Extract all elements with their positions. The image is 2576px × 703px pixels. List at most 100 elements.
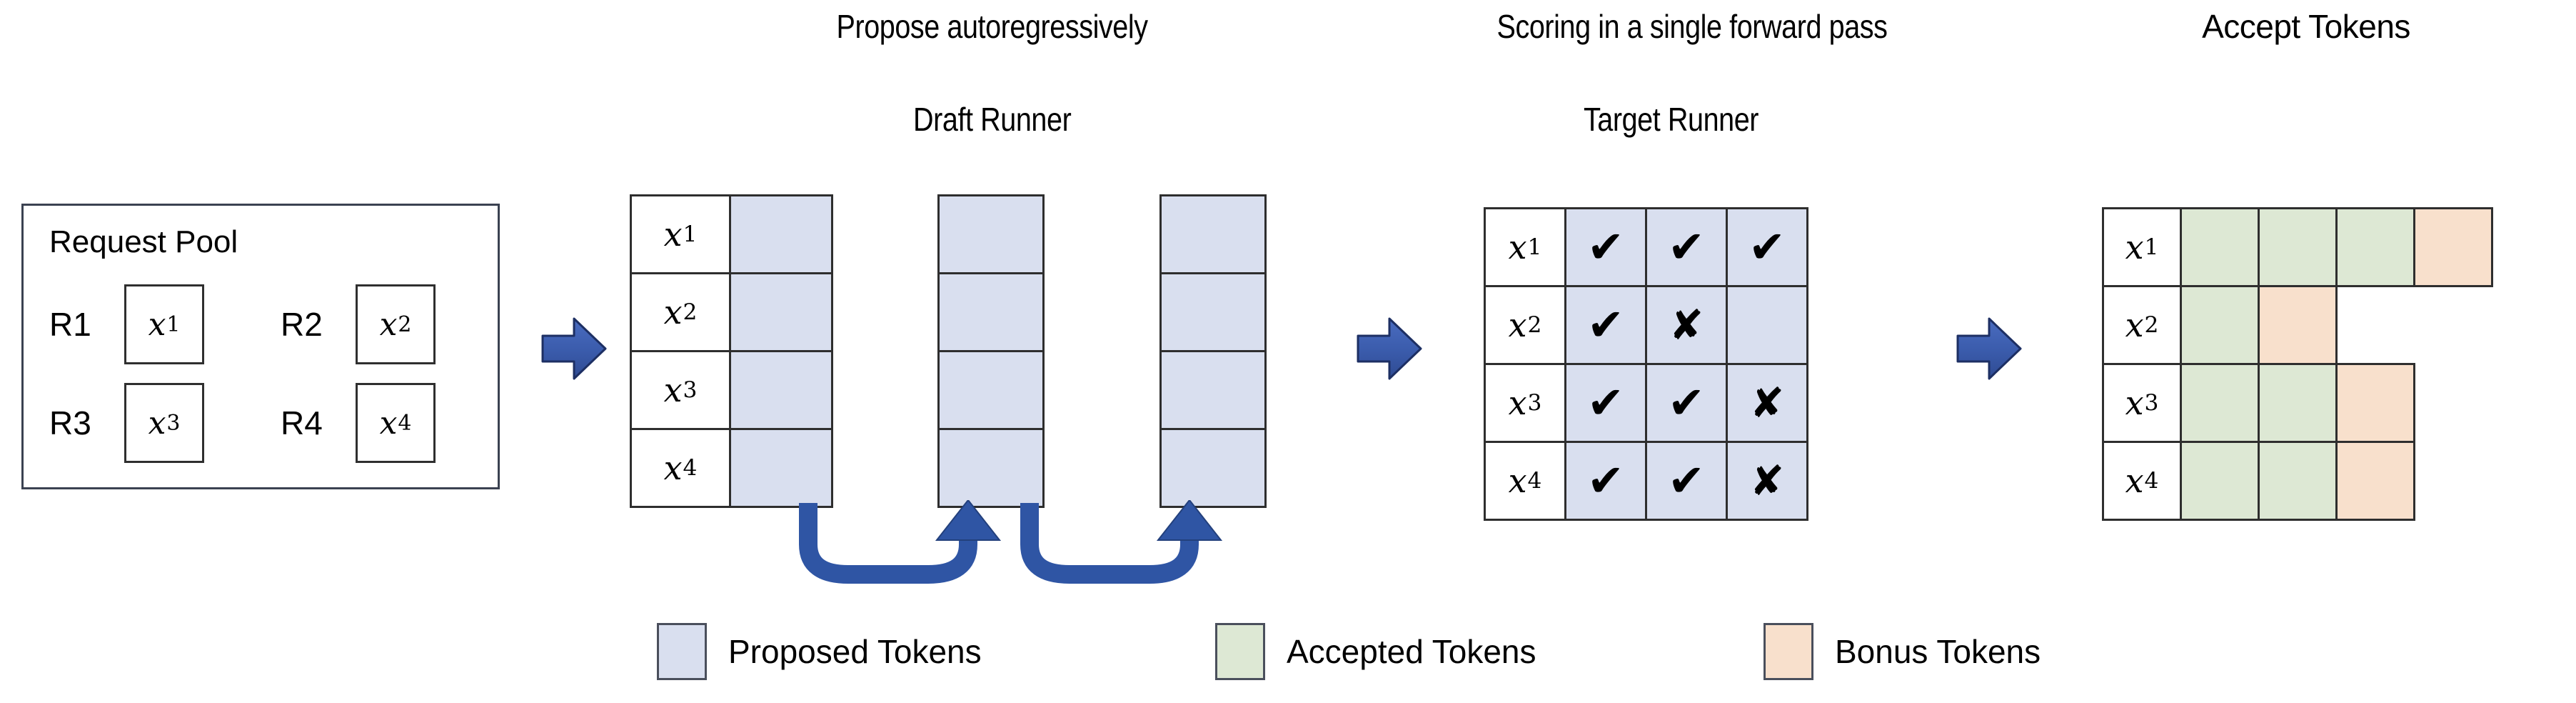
draft-cell-r3c2 xyxy=(937,350,1045,430)
draft-row-label-3-letter: x xyxy=(663,371,683,409)
check-icon: ✔ xyxy=(1587,221,1624,273)
draft-runner-row xyxy=(937,272,1045,352)
draft-row-label-3-index: 3 xyxy=(683,377,698,403)
check-icon: ✔ xyxy=(1668,221,1705,273)
request-token-index-r3: 3 xyxy=(166,410,181,436)
target-cell-r3c1: ✔ xyxy=(1564,363,1647,443)
request-token-index-r2: 2 xyxy=(398,311,412,337)
accept-row-label-3-index: 3 xyxy=(2144,390,2159,416)
draft-cell-r4c1 xyxy=(729,428,833,508)
accept-cell-r4c1 xyxy=(2180,441,2260,521)
target-cell-r1c2: ✔ xyxy=(1645,207,1728,287)
draft-cell-r3c3 xyxy=(1159,350,1267,430)
heading-target-runner: Target Runner xyxy=(1471,100,1871,139)
draft-row-label-2-letter: x xyxy=(663,293,683,331)
legend-item-proposed: Proposed Tokens xyxy=(657,623,982,680)
heading-accept: Accept Tokens xyxy=(2106,7,2506,46)
heading-draft-runner: Draft Runner xyxy=(793,100,1192,139)
legend-swatch-bonus xyxy=(1764,623,1813,680)
request-token-letter-r3: x xyxy=(148,404,166,442)
target-row-label-4-index: 4 xyxy=(1527,468,1542,494)
accept-cell-r4c4-empty xyxy=(2413,441,2493,521)
request-label-r3: R3 xyxy=(49,404,91,442)
target-cell-r2c2: ✘ xyxy=(1645,285,1728,365)
draft-cell-r1c2 xyxy=(937,194,1045,274)
check-icon: ✔ xyxy=(1587,377,1624,429)
legend-item-accepted: Accepted Tokens xyxy=(1215,623,1536,680)
check-icon: ✔ xyxy=(1587,299,1624,351)
accept-cell-r3c1 xyxy=(2180,363,2260,443)
request-token-letter-r2: x xyxy=(379,306,398,343)
accept-row-label-1-index: 1 xyxy=(2144,234,2159,260)
draft-row-label-1-index: 1 xyxy=(683,221,698,247)
request-token-letter-r1: x xyxy=(148,306,166,343)
draft-runner-row xyxy=(1159,194,1267,274)
accept-cell-r2c2-bonus xyxy=(2258,285,2338,365)
heading-target-runner-text: Target Runner xyxy=(1583,101,1759,138)
request-token-letter-r4: x xyxy=(379,404,398,442)
loop-arrow-step1-to-step2 xyxy=(793,499,1021,597)
draft-runner-row xyxy=(1159,272,1267,352)
accept-row-label-2-index: 2 xyxy=(2144,312,2159,338)
heading-draft-runner-text: Draft Runner xyxy=(913,101,1072,138)
heading-propose: Propose autoregressively xyxy=(735,7,1249,46)
legend-swatch-proposed xyxy=(657,623,707,680)
accept-cell-r3c2 xyxy=(2258,363,2338,443)
accept-row-label-4-letter: x xyxy=(2125,462,2144,500)
draft-row-label-4-letter: x xyxy=(663,449,683,487)
draft-runner-row xyxy=(1159,428,1267,508)
accept-cell-r2c1 xyxy=(2180,285,2260,365)
target-row-label-2-letter: x xyxy=(1508,306,1527,344)
legend-label-bonus: Bonus Tokens xyxy=(1835,633,2041,670)
check-icon: ✔ xyxy=(1587,454,1624,507)
accept-row-label-3-letter: x xyxy=(2125,384,2144,422)
target-cell-r1c3: ✔ xyxy=(1726,207,1808,287)
target-cell-r3c3: ✘ xyxy=(1726,363,1808,443)
accept-cell-r2c3-empty xyxy=(2335,285,2415,365)
draft-row-label-4-index: 4 xyxy=(683,455,698,481)
request-label-r2: R2 xyxy=(281,306,323,343)
accept-cell-r1c1 xyxy=(2180,207,2260,287)
target-cell-r2c1: ✔ xyxy=(1564,285,1647,365)
cross-icon: ✘ xyxy=(1749,457,1785,505)
accept-row-label-4-index: 4 xyxy=(2144,468,2159,494)
cross-icon: ✘ xyxy=(1669,301,1704,349)
accept-row-label-2-letter: x xyxy=(2125,306,2144,344)
draft-runner-step-2 xyxy=(937,194,1045,508)
request-pool-title: Request Pool xyxy=(49,224,238,259)
target-row-label-1-letter: x xyxy=(1508,228,1527,266)
flow-arrow-1 xyxy=(541,314,607,383)
target-row-label-3-letter: x xyxy=(1508,384,1527,422)
request-token-index-r4: 4 xyxy=(398,410,412,436)
flow-arrow-2 xyxy=(1357,314,1422,383)
target-cell-r4c1: ✔ xyxy=(1564,441,1647,521)
draft-runner-row xyxy=(1159,350,1267,430)
target-row-label-3-index: 3 xyxy=(1527,390,1542,416)
legend-swatch-accepted xyxy=(1215,623,1265,680)
